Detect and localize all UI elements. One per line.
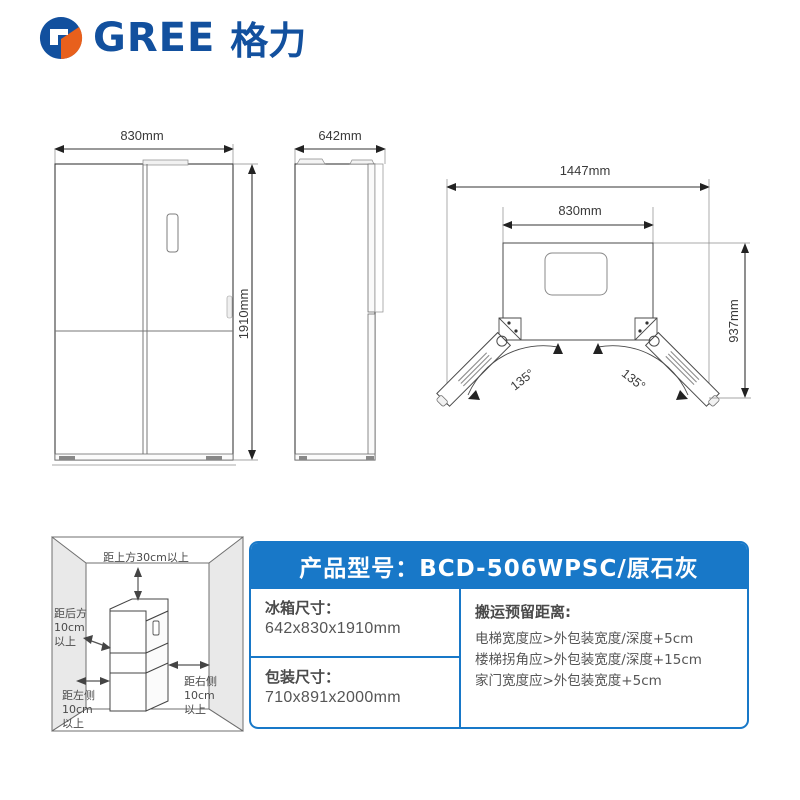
front-height-label: 1910mm <box>236 289 251 340</box>
package-size-label: 包装尺寸： <box>265 668 341 686</box>
clearance-left-label-line3: 以上 <box>62 717 84 730</box>
clearance-right-label-line2: 10cm <box>184 689 215 702</box>
clearance-right-label-line3: 以上 <box>184 703 206 716</box>
brand-name-cn: 格力 <box>230 19 307 63</box>
installation-clearance-diagram: 距上方30cm以上 距后方 10cm 以上 距左侧 10cm 以上 距右侧 10… <box>50 533 245 733</box>
clearance-back-label-line3: 以上 <box>54 635 76 648</box>
side-depth-label: 642mm <box>318 128 361 143</box>
fridge-size-value: 642x830x1910mm <box>265 620 401 638</box>
topview-body-width-label: 830mm <box>558 203 601 218</box>
transport-line-stairs: 楼梯拐角应>外包装宽度/深度+15cm <box>475 651 702 668</box>
gree-logo-icon <box>38 15 84 61</box>
transport-label: 搬运预留距离: <box>475 603 571 621</box>
clearance-back-label-line2: 10cm <box>54 621 85 634</box>
topview-total-width-label: 1447mm <box>560 163 611 178</box>
dimensions-column: 冰箱尺寸： 642x830x1910mm 包装尺寸： 710x891x2000m… <box>251 589 461 727</box>
package-size-cell: 包装尺寸： 710x891x2000mm <box>251 658 459 727</box>
clearance-back-label-line1: 距后方 <box>54 606 87 620</box>
clearance-right-label-line1: 距右侧 <box>184 674 217 688</box>
front-width-label: 830mm <box>120 128 163 143</box>
clearance-left-label-line1: 距左侧 <box>62 689 95 702</box>
topview-depth-label: 937mm <box>726 299 741 342</box>
clearance-top-label: 距上方30cm以上 <box>103 550 189 564</box>
refrigerator-side-view: 642mm <box>294 128 386 461</box>
brand-logo: GREE 格力 <box>38 10 306 65</box>
fridge-size-cell: 冰箱尺寸： 642x830x1910mm <box>251 589 459 658</box>
info-card-body: 冰箱尺寸： 642x830x1910mm 包装尺寸： 710x891x2000m… <box>251 589 747 727</box>
product-model-header: 产品型号：BCD-506WPSC/原石灰 <box>251 543 747 589</box>
transport-line-elevator: 电梯宽度应>外包装宽度/深度+5cm <box>475 631 694 647</box>
brand-name-latin: GREE <box>93 14 216 61</box>
transport-line-doorway: 家门宽度应>外包装宽度+5cm <box>475 672 662 689</box>
fridge-size-label: 冰箱尺寸： <box>265 599 341 617</box>
topview-right-angle-label: 135° <box>619 366 648 393</box>
transport-clearance-column: 搬运预留距离: 电梯宽度应>外包装宽度/深度+5cm 楼梯拐角应>外包装宽度/深… <box>461 589 747 727</box>
refrigerator-top-view-door-swing: 1447mm 830mm <box>436 163 751 407</box>
topview-left-angle-label: 135° <box>508 366 537 393</box>
package-size-value: 710x891x2000mm <box>265 689 401 707</box>
clearance-left-label-line2: 10cm <box>62 703 93 716</box>
refrigerator-front-view: 830mm 1910mm <box>52 128 258 466</box>
product-info-card: 产品型号：BCD-506WPSC/原石灰 冰箱尺寸： 642x830x1910m… <box>249 541 749 729</box>
